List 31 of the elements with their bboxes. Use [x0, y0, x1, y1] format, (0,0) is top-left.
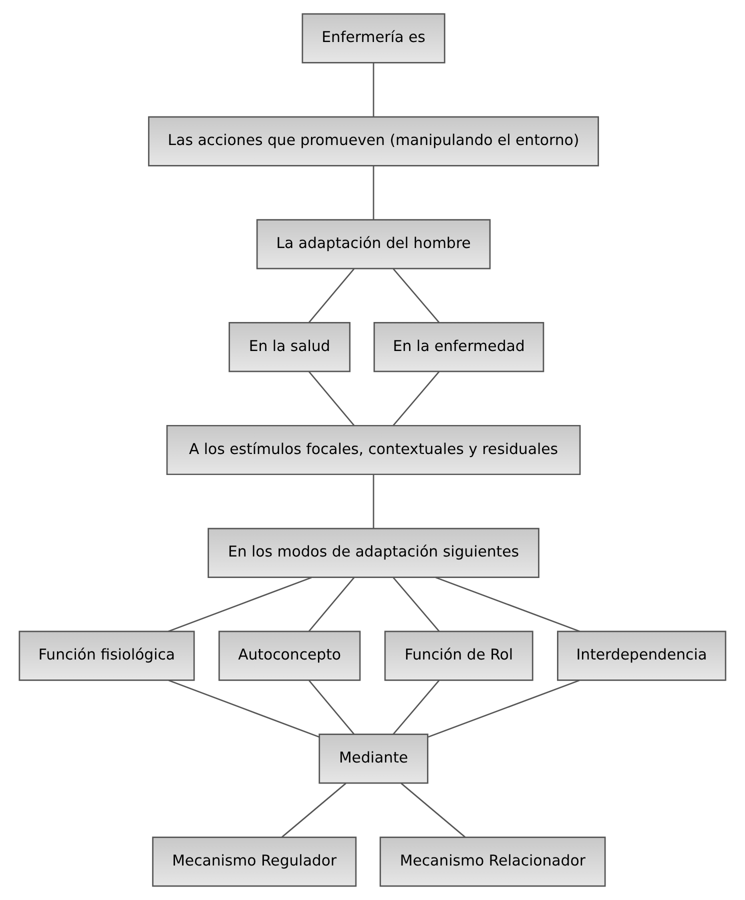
connector: [435, 576, 580, 632]
node-box: La adaptación del hombre: [256, 219, 491, 270]
node-box: En la enfermedad: [374, 322, 544, 372]
connector: [372, 166, 374, 220]
connector: [281, 782, 346, 838]
connector: [308, 577, 355, 632]
connector: [308, 268, 355, 324]
node-box: Autoconcepto: [218, 630, 361, 681]
connector: [168, 680, 320, 738]
connector: [372, 62, 374, 117]
node-box: A los estímulos focales, contextuales y residuales: [166, 424, 581, 476]
node-box: Enfermería es: [302, 13, 446, 64]
connector: [428, 680, 580, 738]
connector: [392, 577, 440, 632]
connector: [392, 268, 440, 324]
connector: [372, 474, 374, 528]
connector: [308, 371, 355, 426]
node-box: Interdependencia: [557, 630, 726, 681]
connector: [392, 680, 440, 735]
connector: [308, 680, 355, 735]
node-box: Mediante: [318, 734, 428, 784]
node-box: Función de Rol: [384, 630, 534, 681]
node-box: En la salud: [228, 322, 350, 372]
node-box: En los modos de adaptación siguientes: [208, 528, 540, 578]
node-box: Las acciones que promueven (manipulando el entorno): [148, 116, 599, 166]
connector: [400, 782, 466, 838]
node-box: Función fisiológica: [18, 630, 195, 681]
connector: [168, 576, 312, 632]
connector: [392, 371, 440, 426]
node-box: Mecanismo Relacionador: [380, 836, 606, 887]
node-box: Mecanismo Regulador: [152, 836, 357, 887]
